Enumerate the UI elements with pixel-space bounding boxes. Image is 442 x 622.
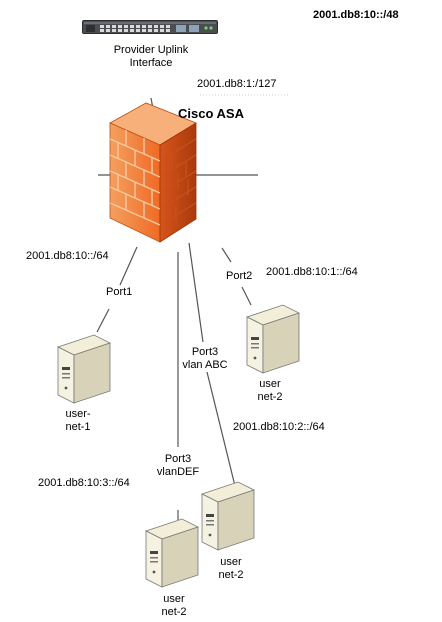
link-line-port1 bbox=[119, 246, 138, 286]
host-label-user-net-1: user- net-1 bbox=[65, 408, 90, 434]
port-label-port1: Port1 bbox=[106, 286, 133, 298]
uplink-label-line1: Provider Uplink bbox=[113, 44, 189, 56]
server-tower-icon bbox=[144, 518, 200, 588]
link-line-port3-abc-lower bbox=[206, 371, 236, 487]
host-3-line2: net-2 bbox=[218, 569, 244, 581]
link-subnet-label-port2: 2001.db8:10:1::/64 bbox=[266, 266, 358, 278]
host-label-user-net-2-b: user net-2 bbox=[218, 556, 243, 582]
server-tower-icon bbox=[245, 304, 301, 374]
host-3-line1: user bbox=[220, 556, 242, 568]
server-tower-icon bbox=[56, 334, 112, 404]
link-subnet-label-port3-abc: 2001.db8:10:2::/64 bbox=[233, 421, 325, 433]
link-line-port1-lower bbox=[96, 308, 110, 333]
port-label-port3-def: Port3 vlanDEF bbox=[157, 453, 199, 479]
host-1-line1: user- bbox=[65, 408, 91, 420]
uplink-label-line2: Interface bbox=[129, 57, 173, 69]
port-label-port3-abc: Port3 vlan ABC bbox=[182, 346, 227, 372]
host-4-line1: user bbox=[163, 593, 185, 605]
port3-abc-line2: vlan ABC bbox=[182, 359, 228, 371]
firewall-icon bbox=[109, 102, 197, 243]
link-line-port3-abc bbox=[188, 242, 204, 343]
host-2-line1: user bbox=[259, 378, 281, 390]
uplink-subnet-label: 2001.db8:1:/127 bbox=[197, 78, 277, 90]
link-subnet-label-port3-def: 2001.db8:10:3::/64 bbox=[38, 477, 130, 489]
link-line-port2 bbox=[221, 247, 232, 263]
firewall-label: Cisco ASA bbox=[178, 106, 244, 121]
port3-def-line2: vlanDEF bbox=[156, 466, 200, 478]
link-subnet-label-port1: 2001.db8:10::/64 bbox=[26, 250, 109, 262]
uplink-label: Provider Uplink Interface bbox=[114, 44, 189, 70]
host-label-user-net-2-a: user net-2 bbox=[257, 378, 282, 404]
host-label-user-net-2-c: user net-2 bbox=[161, 593, 186, 619]
host-4-line2: net-2 bbox=[161, 606, 187, 618]
server-tower-icon bbox=[200, 481, 256, 551]
port3-def-line1: Port3 bbox=[164, 453, 192, 465]
link-line-port2-lower bbox=[241, 286, 252, 306]
network-switch-icon bbox=[82, 20, 218, 34]
host-1-line2: net-1 bbox=[65, 421, 91, 433]
host-2-line2: net-2 bbox=[257, 391, 283, 403]
supernet-label: 2001.db8:10::/48 bbox=[313, 9, 399, 21]
port-label-port2: Port2 bbox=[226, 270, 253, 282]
port3-abc-line1: Port3 bbox=[191, 346, 219, 358]
